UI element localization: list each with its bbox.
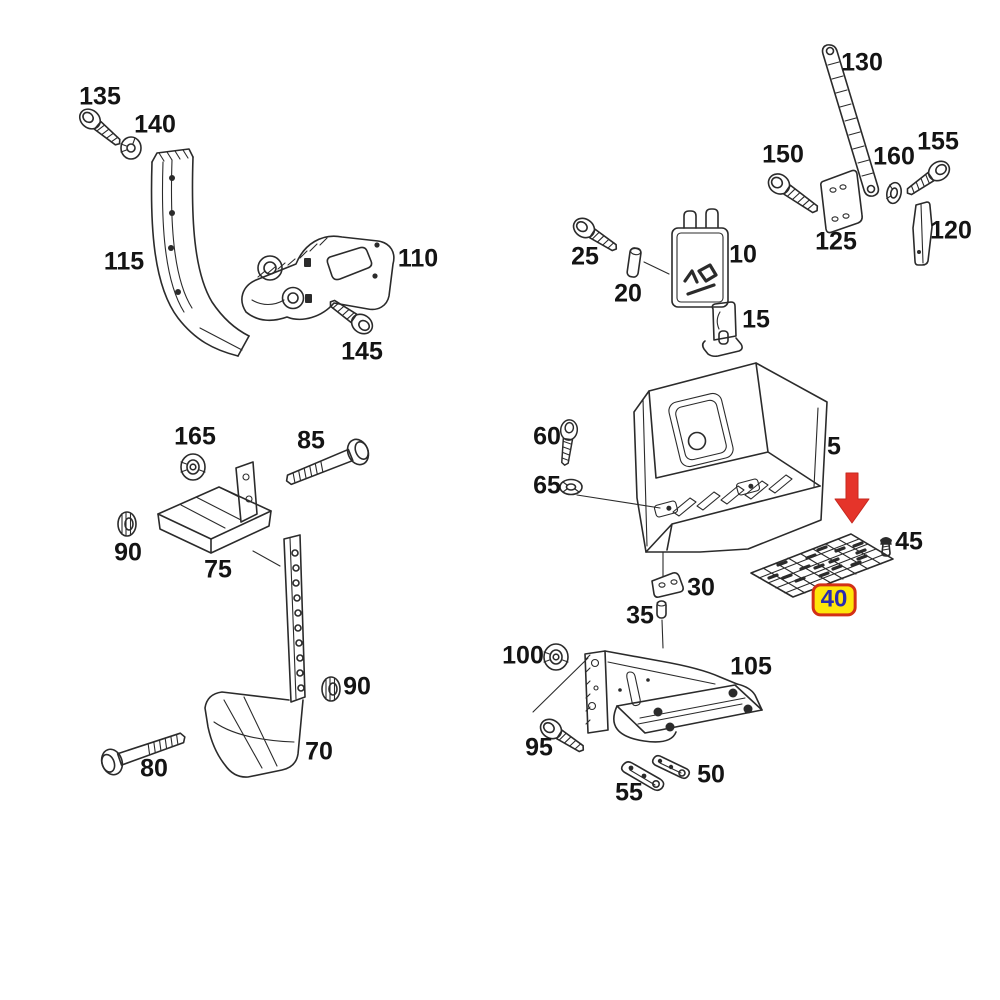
red-arrow <box>834 472 870 524</box>
part-plate-125 <box>820 169 863 234</box>
part-washer-160 <box>884 180 904 206</box>
part-bolt-150 <box>763 169 824 220</box>
part-nut-100 <box>543 643 569 671</box>
part-hinge-15 <box>701 301 743 358</box>
part-label-125: 125 <box>815 227 857 256</box>
part-pin-35 <box>656 600 667 649</box>
part-nut-140 <box>120 136 142 160</box>
part-bracket-75 <box>157 461 281 567</box>
part-latch-10 <box>671 208 729 308</box>
part-label-25: 25 <box>571 242 599 271</box>
part-label-145: 145 <box>341 337 383 366</box>
part-label-95: 95 <box>525 733 553 762</box>
part-label-85: 85 <box>297 426 325 455</box>
part-label-115: 115 <box>103 247 145 276</box>
part-label-135: 135 <box>79 82 121 111</box>
part-bracket-115 <box>150 148 250 357</box>
part-bolt-135 <box>74 104 127 152</box>
part-screw-45 <box>880 537 892 557</box>
part-washer-65 <box>559 478 661 509</box>
part-label-45: 45 <box>895 527 923 556</box>
part-label-20: 20 <box>614 279 642 308</box>
part-plate-50 <box>651 754 691 780</box>
part-bolt-85 <box>280 435 373 494</box>
part-label-90-left: 90 <box>114 538 142 567</box>
part-label-35: 35 <box>626 601 654 630</box>
part-label-50: 50 <box>697 760 725 789</box>
part-label-105: 105 <box>730 652 772 681</box>
part-label-60: 60 <box>533 422 561 451</box>
part-support-70 <box>204 534 306 778</box>
part-nut-90-left <box>117 511 137 537</box>
part-label-55: 55 <box>615 778 643 807</box>
part-label-5: 5 <box>827 432 841 461</box>
highlighted-part-label-40: 40 <box>811 583 857 617</box>
part-label-165: 165 <box>174 422 216 451</box>
part-bracket-105 <box>532 650 763 743</box>
part-label-120: 120 <box>930 216 972 245</box>
part-label-75: 75 <box>204 555 232 584</box>
part-label-150: 150 <box>762 140 804 169</box>
part-plate-30 <box>651 572 684 598</box>
part-plate-55 <box>620 761 665 792</box>
part-label-130: 130 <box>841 48 883 77</box>
part-tread-plate-40 <box>750 533 894 598</box>
part-label-10: 10 <box>729 240 757 269</box>
part-step-housing-5 <box>633 362 828 578</box>
part-cover-120 <box>912 201 933 266</box>
part-nut-90-right <box>321 676 341 702</box>
part-label-30: 30 <box>687 573 715 602</box>
part-label-65: 65 <box>533 471 561 500</box>
part-label-90-right: 90 <box>343 672 371 701</box>
part-label-160: 160 <box>873 142 915 171</box>
part-label-80: 80 <box>140 754 168 783</box>
part-label-15: 15 <box>742 305 770 334</box>
part-label-155: 155 <box>917 127 959 156</box>
part-label-70: 70 <box>305 737 333 766</box>
part-nut-165 <box>180 453 206 481</box>
part-pin-20 <box>626 247 670 278</box>
part-bracket-110 <box>241 235 395 322</box>
part-label-100: 100 <box>502 641 544 670</box>
part-bolt-145 <box>324 293 377 339</box>
part-label-110: 110 <box>397 244 439 273</box>
part-label-140: 140 <box>134 110 176 139</box>
part-stay-rod-130 <box>821 44 880 197</box>
